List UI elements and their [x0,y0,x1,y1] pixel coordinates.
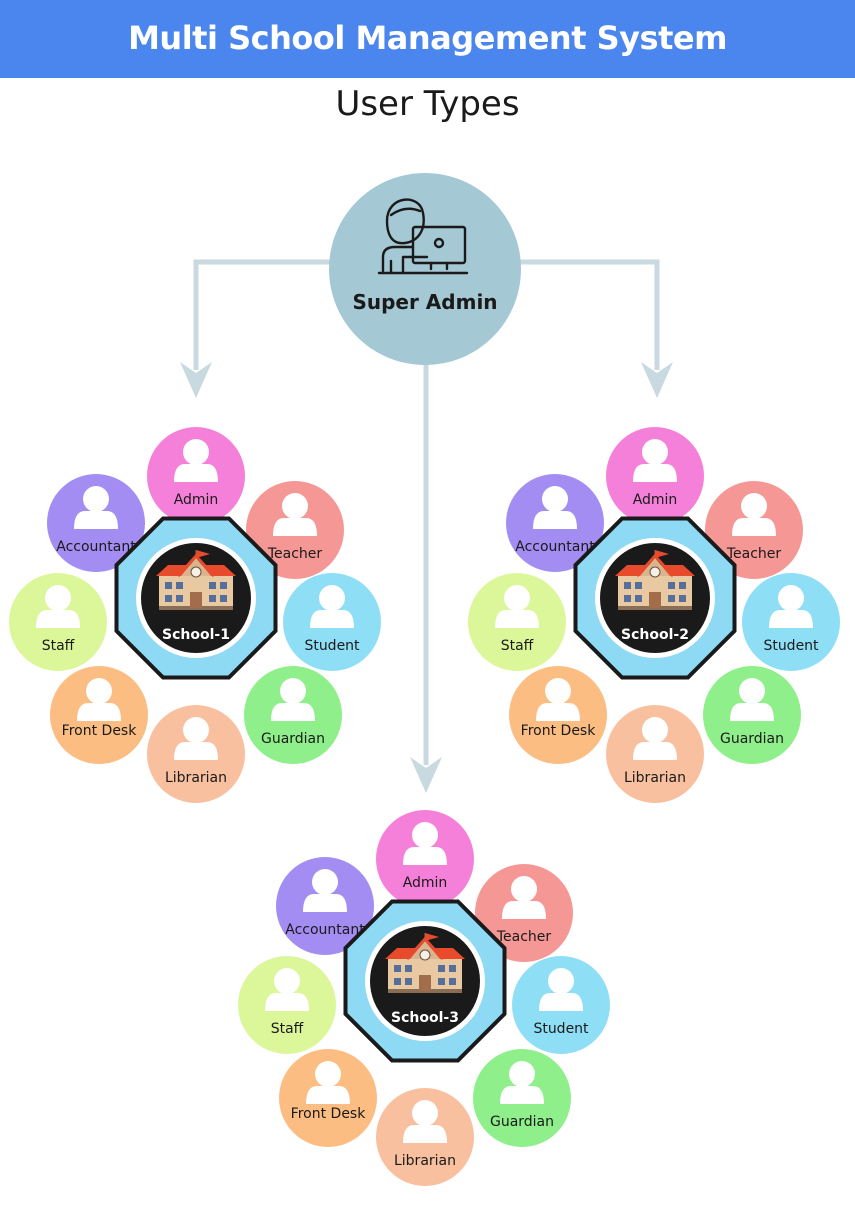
role-front-desk-school-1: Front Desk [50,666,148,764]
arrow-to-school-1 [193,259,330,370]
connector-arrows [180,259,673,793]
role-label: Front Desk [291,1106,367,1122]
role-label: Student [763,638,819,654]
role-label: Staff [501,638,534,654]
role-student-school-1: Student [283,573,381,671]
super-admin-circle [329,173,521,365]
page-title: Multi School Management System [128,19,727,57]
schools-layer: AdminTeacherStudentGuardianLibrarianFron… [9,427,840,1186]
role-label: Librarian [394,1153,456,1169]
arrow-head-school-3 [410,757,442,793]
page-subtitle: User Types [335,84,520,124]
role-accountant-school-1: Accountant [47,474,145,572]
role-teacher-school-2: Teacher [705,481,803,579]
role-admin-school-2: Admin [606,427,704,525]
school-label: School-2 [621,627,689,643]
role-staff-school-1: Staff [9,573,107,671]
role-label: Teacher [267,546,323,562]
role-student-school-3: Student [512,956,610,1054]
role-teacher-school-3: Teacher [475,864,573,962]
role-accountant-school-2: Accountant [506,474,604,572]
role-label: Admin [633,492,678,508]
role-guardian-school-3: Guardian [473,1049,571,1147]
role-librarian-school-2: Librarian [606,705,704,803]
role-label: Accountant [285,922,365,938]
role-staff-school-3: Staff [238,956,336,1054]
role-student-school-2: Student [742,573,840,671]
role-staff-school-2: Staff [468,573,566,671]
role-label: Accountant [56,539,136,555]
role-label: Teacher [496,929,552,945]
role-label: Teacher [726,546,782,562]
role-librarian-school-3: Librarian [376,1088,474,1186]
role-label: Student [533,1021,589,1037]
arrow-head-school-2 [641,362,673,398]
school-label: School-3 [391,1010,459,1026]
role-label: Staff [271,1021,304,1037]
header-bar [0,0,855,78]
role-teacher-school-1: Teacher [246,481,344,579]
role-label: Librarian [165,770,227,786]
arrow-head-school-1 [180,362,212,398]
role-label: Staff [42,638,75,654]
role-label: Librarian [624,770,686,786]
role-front-desk-school-3: Front Desk [279,1049,377,1147]
role-label: Accountant [515,539,595,555]
role-admin-school-3: Admin [376,810,474,908]
role-admin-school-1: Admin [147,427,245,525]
arrow-to-school-2 [520,259,660,370]
role-label: Guardian [490,1114,554,1130]
role-accountant-school-3: Accountant [276,857,374,955]
role-librarian-school-1: Librarian [147,705,245,803]
role-label: Front Desk [62,723,138,739]
school-label: School-1 [162,627,230,643]
role-label: Admin [174,492,219,508]
role-label: Student [304,638,360,654]
role-label: Guardian [261,731,325,747]
super-admin-node: Super Admin [329,173,521,365]
role-label: Front Desk [521,723,597,739]
role-guardian-school-2: Guardian [703,666,801,764]
super-admin-label: Super Admin [352,290,497,314]
admin-computer-icon [377,198,469,275]
role-label: Guardian [720,731,784,747]
role-front-desk-school-2: Front Desk [509,666,607,764]
role-label: Admin [403,875,448,891]
role-guardian-school-1: Guardian [244,666,342,764]
